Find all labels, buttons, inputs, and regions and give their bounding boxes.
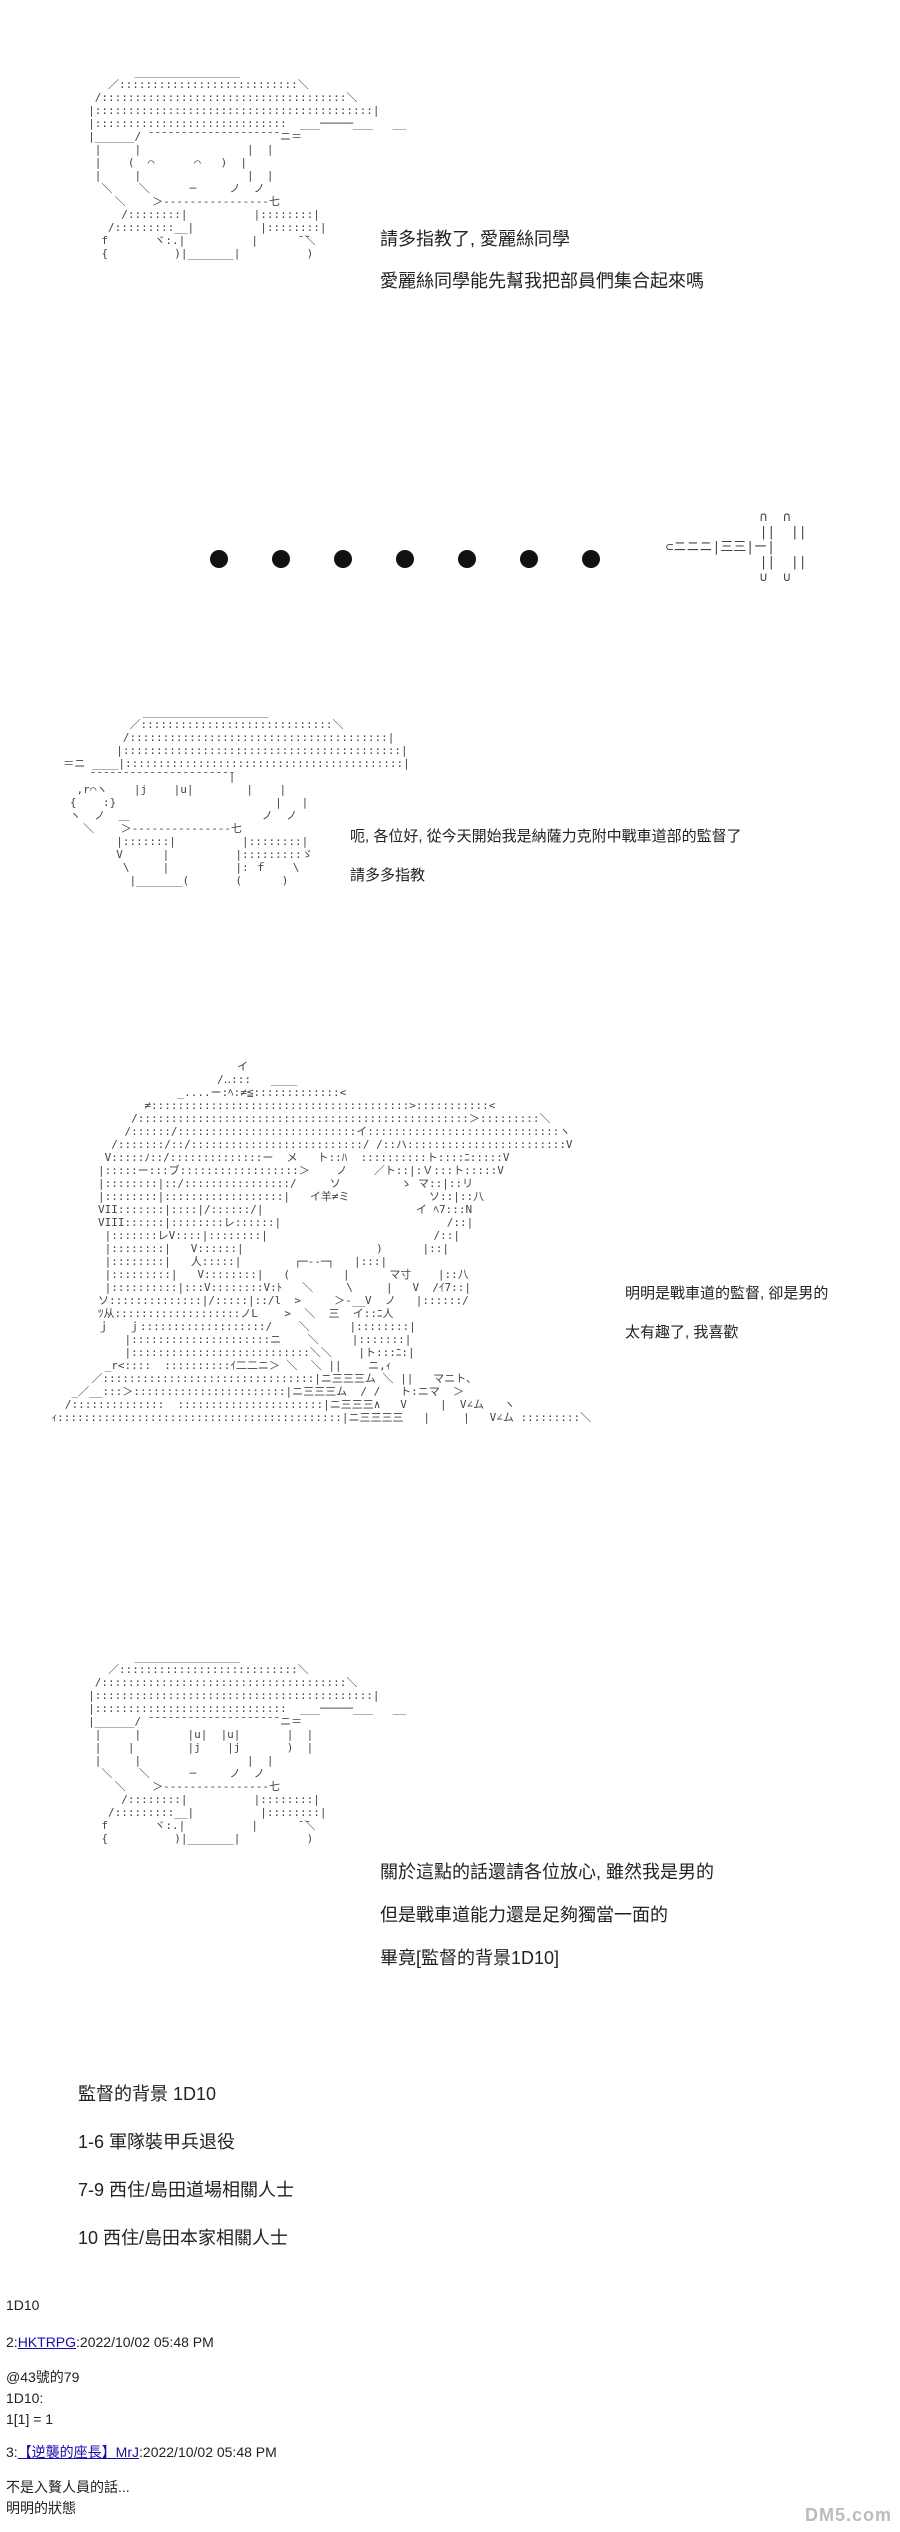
- post-header: 2:HKTRPG:2022/10/02 05:48 PM: [6, 2332, 277, 2353]
- post-body-line: 1D10:: [6, 2390, 44, 2406]
- ascii-art-tank-cannon: ∩ ∩ || || ⊂ニニニ|三三|ー| || || ∪ ∪: [665, 510, 807, 585]
- dialogue-line: 明明是戰車道的監督, 卻是男的: [625, 1285, 829, 1302]
- ascii-art-character-girl: イ /‥::: ____ _....ー:ﾍ:≠≦:::::::::::::< ≠…: [51, 1060, 592, 1424]
- panel4-dialogue: 關於這點的話還請各位放心, 雖然我是男的 但是戰車道能力還是足夠獨當一面的 畢竟…: [380, 1858, 714, 1970]
- dot: [210, 550, 228, 568]
- dot: [520, 550, 538, 568]
- dialogue-line: 請多多指教: [350, 867, 426, 884]
- dialogue-line: 畢竟[監督的背景1D10]: [380, 1948, 560, 1968]
- post-body-line: @43號的79: [6, 2369, 80, 2385]
- dialogue-line: 愛麗絲同學能先幫我把部員們集合起來嗎: [380, 271, 704, 291]
- ascii-art-character-cap-3: ________________ ／::::::::::::::::::::::…: [88, 1650, 406, 1845]
- ascii-art-character-cap-2: ___________________ ／:::::::::::::::::::…: [63, 705, 410, 887]
- post-number: 2:: [6, 2334, 18, 2350]
- watermark-logo: DM5.com: [804, 2505, 892, 2525]
- post-author-link[interactable]: 【逆襲的座長】MrJ: [17, 2444, 140, 2460]
- dot: [272, 550, 290, 568]
- roll-table: 監督的背景 1D10 1-6 軍隊裝甲兵退役 7-9 西住/島田道場相關人士 1…: [78, 2080, 294, 2250]
- forum-thread: 1D10 2:HKTRPG:2022/10/02 05:48 PM @43號的7…: [6, 2295, 277, 2519]
- dialogue-line: 但是戰車道能力還是足夠獨當一面的: [380, 1905, 668, 1925]
- dot: [334, 550, 352, 568]
- ascii-art-character-cap-1: ________________ ／::::::::::::::::::::::…: [88, 65, 406, 260]
- post-timestamp: :2022/10/02 05:48 PM: [139, 2444, 277, 2460]
- post-body-line: 明明的狀態: [6, 2500, 76, 2516]
- panel3-dialogue: 明明是戰車道的監督, 卻是男的 太有趣了, 我喜歡: [625, 1282, 828, 1342]
- post-author-link[interactable]: HKTRPG: [17, 2334, 77, 2350]
- dot: [458, 550, 476, 568]
- post-timestamp: :2022/10/02 05:48 PM: [76, 2334, 214, 2350]
- dot: [396, 550, 414, 568]
- roll-table-item: 7-9 西住/島田道場相關人士: [78, 2180, 295, 2200]
- ellipsis-dots: [210, 550, 600, 568]
- dialogue-line: 呃, 各位好, 從今天開始我是納薩力克附中戰車道部的監督了: [350, 828, 742, 845]
- post-body-line: 不是入贅人員的話...: [6, 2479, 130, 2495]
- post-body-line: 1[1] = 1: [6, 2411, 54, 2427]
- dialogue-line: 太有趣了, 我喜歡: [625, 1324, 739, 1341]
- thread-top-line: 1D10: [6, 2297, 40, 2313]
- roll-table-title: 監督的背景 1D10: [78, 2084, 217, 2104]
- dialogue-line: 關於這點的話還請各位放心, 雖然我是男的: [380, 1862, 715, 1882]
- post-header: 3:【逆襲的座長】MrJ:2022/10/02 05:48 PM: [6, 2442, 277, 2463]
- dot: [582, 550, 600, 568]
- roll-table-item: 10 西住/島田本家相關人士: [78, 2228, 289, 2248]
- dialogue-line: 請多指教了, 愛麗絲同學: [380, 229, 571, 249]
- post-number: 3:: [6, 2444, 18, 2460]
- panel1-dialogue: 請多指教了, 愛麗絲同學 愛麗絲同學能先幫我把部員們集合起來嗎: [380, 225, 704, 293]
- roll-table-item: 1-6 軍隊裝甲兵退役: [78, 2132, 236, 2152]
- panel2-dialogue: 呃, 各位好, 從今天開始我是納薩力克附中戰車道部的監督了 請多多指教: [350, 825, 742, 885]
